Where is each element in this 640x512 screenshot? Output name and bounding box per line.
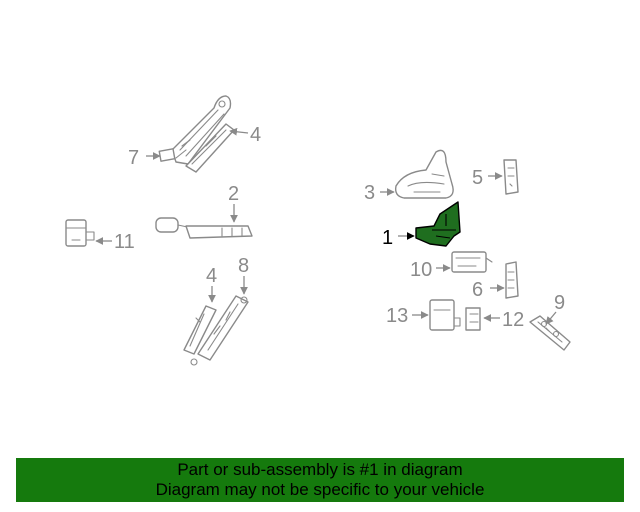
- callout-5: 5: [472, 167, 483, 189]
- cable-strip-9-part: [529, 315, 571, 351]
- callout-9: 9: [554, 292, 565, 314]
- callout-7: 7: [128, 147, 139, 169]
- bracket-assembly-part: [158, 95, 235, 173]
- part-info-banner: Part or sub-assembly is #1 in diagram Di…: [16, 458, 624, 502]
- callout-6: 6: [472, 279, 483, 301]
- banner-line-2: Diagram may not be specific to your vehi…: [155, 480, 485, 499]
- module-11-part: [65, 219, 95, 247]
- antenna-cable-part: [155, 217, 253, 239]
- bracket-5-part: [503, 159, 519, 195]
- banner-line-1: Part or sub-assembly is #1 in diagram: [177, 460, 463, 479]
- callout-1: 1: [382, 227, 393, 249]
- module-13-part: [429, 299, 461, 331]
- callout-11: 11: [114, 231, 135, 253]
- callout-4-bottom: 4: [206, 265, 217, 287]
- strip-8-part: [190, 295, 249, 366]
- clip-6-part: [505, 261, 519, 299]
- callout-10: 10: [410, 259, 432, 281]
- callout-12: 12: [502, 309, 524, 331]
- callout-8: 8: [238, 255, 249, 277]
- module-10-part: [451, 251, 493, 273]
- callout-4-top: 4: [250, 124, 261, 146]
- callout-3: 3: [364, 182, 375, 204]
- callout-13: 13: [386, 305, 408, 327]
- callout-2: 2: [228, 183, 239, 205]
- strip-4-part: [183, 305, 217, 355]
- shark-fin-antenna-part: [394, 149, 454, 199]
- antenna-base-highlighted-part: [415, 201, 461, 247]
- bracket-12-part: [465, 307, 481, 331]
